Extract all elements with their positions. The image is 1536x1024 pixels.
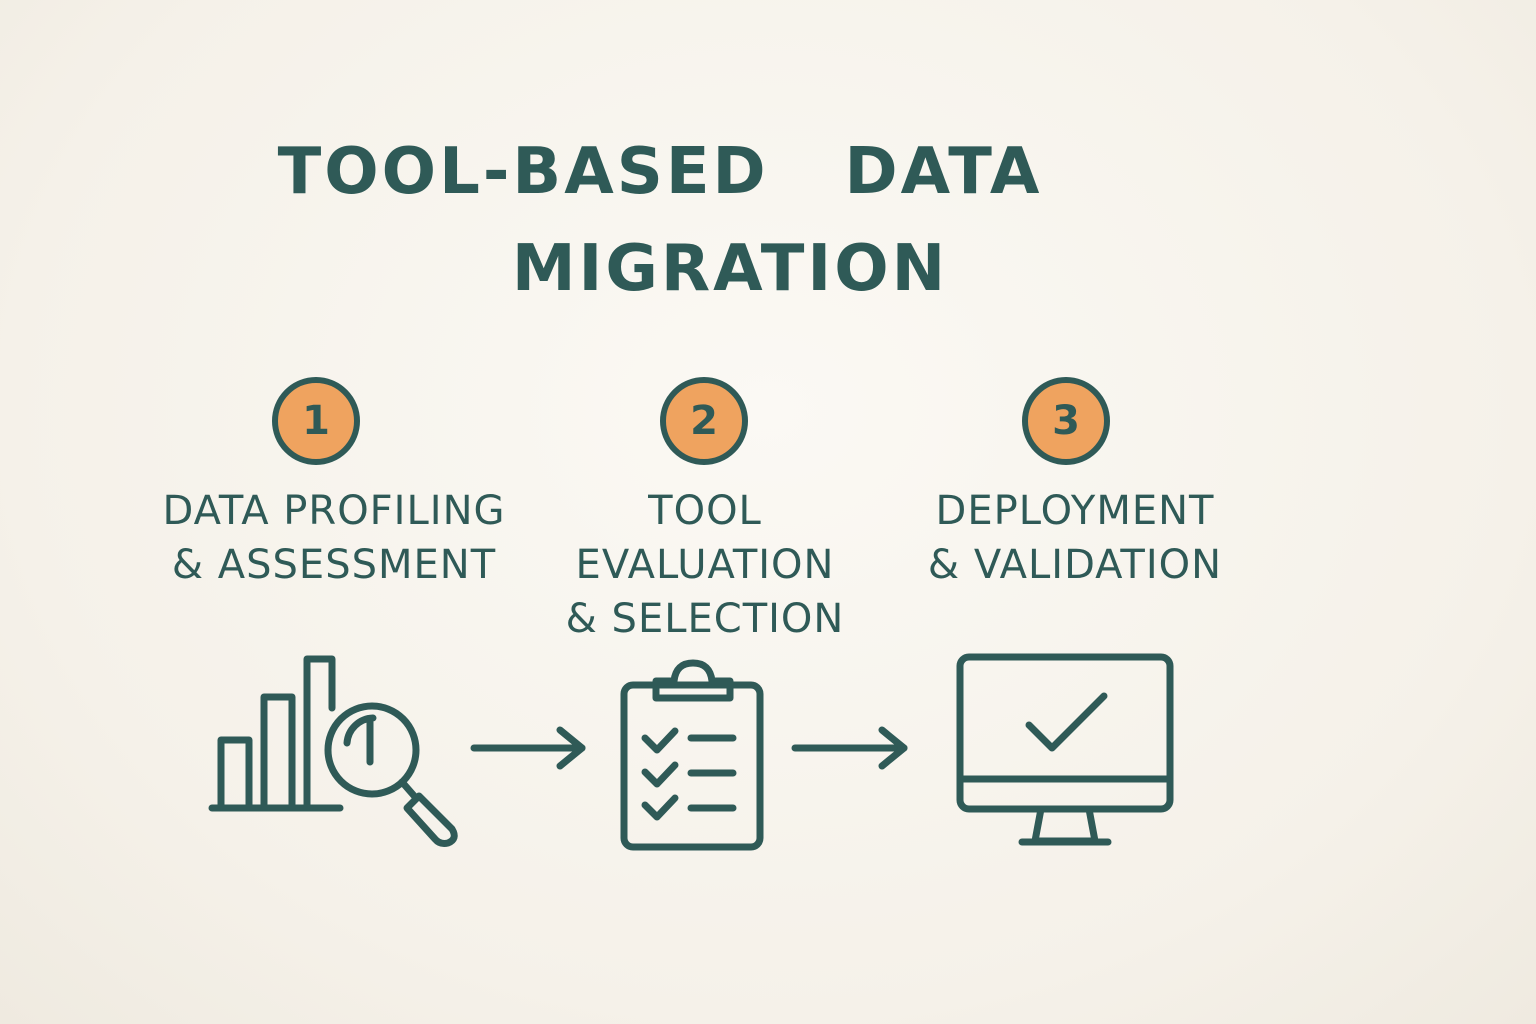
diagram-title-line-1: TOOL-BASED DATA	[277, 135, 1043, 209]
chart-bar-1	[217, 736, 253, 812]
step-1-label-line: & ASSESSMENT	[171, 542, 497, 588]
magnifier-shine	[343, 714, 377, 747]
magnifier-lens	[324, 702, 420, 798]
step-3-label-line: DEPLOYMENT	[935, 488, 1215, 534]
bar-chart-magnifier-icon	[208, 655, 458, 847]
step-2-label-line: EVALUATION	[575, 542, 835, 588]
step-3-label-line: & VALIDATION	[927, 542, 1223, 588]
monitor-checkmark-icon	[956, 653, 1174, 846]
step-1-number-badge: 1	[272, 377, 360, 465]
step-3-label: DEPLOYMENT & VALIDATION	[870, 484, 1280, 592]
diagram-title-line-2: MIGRATION	[511, 232, 949, 306]
arrow-right-icon	[791, 726, 908, 770]
clipboard-clip	[652, 659, 734, 702]
arrow-right-icon	[470, 726, 586, 770]
step-1-label: DATA PROFILING & ASSESSMENT	[114, 484, 554, 592]
clipboard-board	[620, 681, 764, 851]
checkmark-icon	[1025, 692, 1108, 752]
chart-bar-2	[260, 693, 296, 812]
checklist-check-3	[641, 794, 679, 821]
monitor-screen	[956, 653, 1174, 813]
magnifier-handle	[403, 792, 458, 847]
step-2-label-line: TOOL	[648, 488, 762, 534]
step-2-label-line: & SELECTION	[565, 596, 845, 642]
chart-bar-3	[303, 655, 336, 812]
step-1-label-line: DATA PROFILING	[162, 488, 506, 534]
clipboard-checklist-icon	[620, 659, 764, 851]
step-2-number-badge: 2	[660, 377, 748, 465]
checklist-check-1	[641, 727, 679, 754]
magnifier-neck	[398, 778, 420, 802]
step-2-label: TOOL EVALUATION & SELECTION	[505, 484, 905, 646]
checklist-check-2	[641, 761, 679, 788]
monitor-stand	[1031, 805, 1099, 845]
step-3-number-badge: 3	[1022, 377, 1110, 465]
